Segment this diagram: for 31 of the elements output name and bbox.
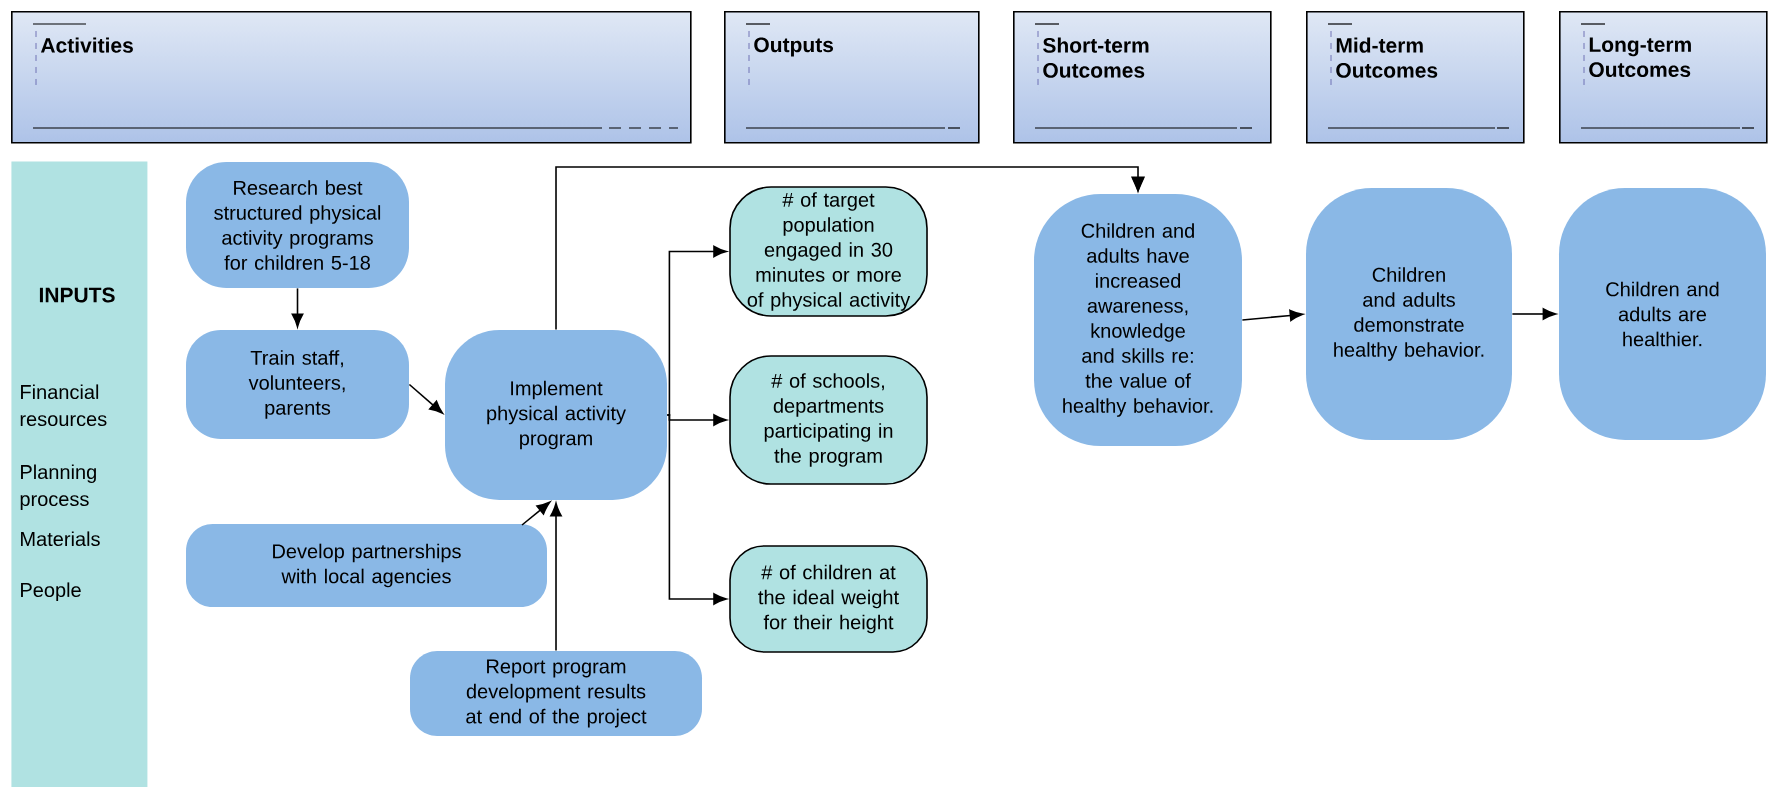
activity-box: Implement physical activity program [445,330,667,500]
output-box: # of schools, departments participating in the program [729,355,928,485]
column-header: Long-term Outcomes [1559,11,1768,144]
arrow [555,166,1145,331]
inputs-panel [11,161,148,787]
arrow [666,414,727,605]
outcome-box: Children and adults are healthier. [1559,188,1766,440]
input-item: Planning process [20,464,96,511]
activity-box: Research best structured physical activity programs for children 5-18 [186,162,409,288]
activity-box: Report program development results at end of the project [410,651,702,736]
activity-box: Develop partnerships with local agencies [186,524,547,607]
arrow [1241,309,1304,322]
arrow [666,245,727,416]
outcome-box: Children and adults have increased awareness, knowledge and skills re: the value of healthy behavior. [1034,194,1242,446]
arrow [408,383,444,414]
column-header: Activities [11,11,692,144]
arrow [521,501,551,526]
panel-heading: INPUTS [39,287,115,303]
column-header: Outputs [724,11,980,144]
column-header: Mid-term Outcomes [1306,11,1525,144]
input-item: People [21,582,81,602]
arrow [550,502,562,652]
arrow [1511,308,1557,320]
outcome-box: Children and adults demonstrate healthy behavior. [1306,188,1512,440]
output-box: # of children at the ideal weight for their height [729,545,928,653]
input-item: Materials [21,531,100,547]
arrow [291,287,304,328]
input-item: Financial resources [20,384,107,427]
column-header: Short-term Outcomes [1013,11,1272,144]
activity-box: Train staff, volunteers, parents [186,330,409,439]
output-box: # of target population engaged in 30 minutes or more of physical activity [729,186,928,317]
